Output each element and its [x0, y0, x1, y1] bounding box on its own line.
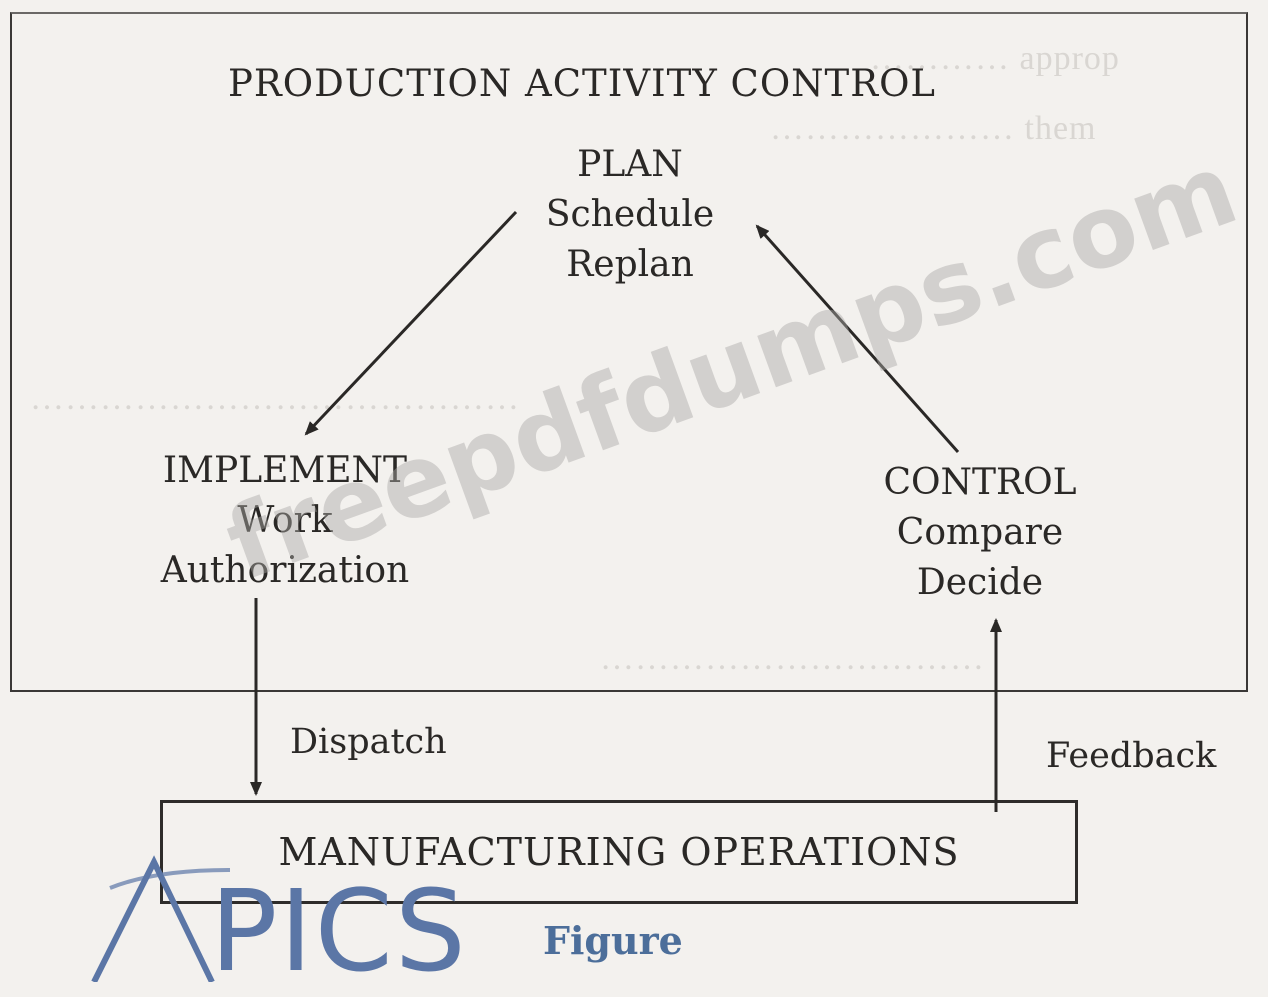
implement-heading: IMPLEMENT — [162, 450, 408, 491]
control-line2: Decide — [916, 562, 1044, 603]
control-to-plan-arrow — [755, 224, 960, 453]
plan-to-implement-arrow — [304, 210, 518, 436]
control-node: CONTROL Compare Decide — [850, 458, 1110, 608]
bleed-text: ………………… them — [770, 110, 1097, 147]
manufacturing-operations-box: MANUFACTURING OPERATIONS — [160, 800, 1078, 904]
feedback-label: Feedback — [1046, 736, 1217, 776]
plan-node: PLAN Schedule Replan — [520, 140, 740, 290]
control-line1: Compare — [896, 512, 1064, 553]
diagram-title: PRODUCTION ACTIVITY CONTROL — [228, 62, 936, 105]
implement-line1: Work — [237, 500, 333, 541]
apics-logo-text: PICS — [210, 867, 468, 997]
dispatch-label: Dispatch — [290, 722, 447, 762]
bleed-text: …………………………… — [600, 640, 985, 677]
bleed-text: ………… approp — [870, 40, 1120, 77]
bleed-text: …………………………………… — [30, 380, 520, 417]
manufacturing-operations-label: MANUFACTURING OPERATIONS — [278, 830, 960, 874]
production-activity-control-box — [10, 12, 1248, 692]
implement-node: IMPLEMENT Work Authorization — [130, 446, 440, 596]
figure-caption: Figure — [543, 918, 683, 963]
plan-line1: Schedule — [545, 194, 715, 235]
plan-line2: Replan — [566, 244, 694, 285]
apics-logo-a — [91, 855, 230, 982]
implement-line2: Authorization — [160, 550, 410, 591]
control-heading: CONTROL — [883, 462, 1077, 503]
plan-heading: PLAN — [577, 144, 683, 185]
